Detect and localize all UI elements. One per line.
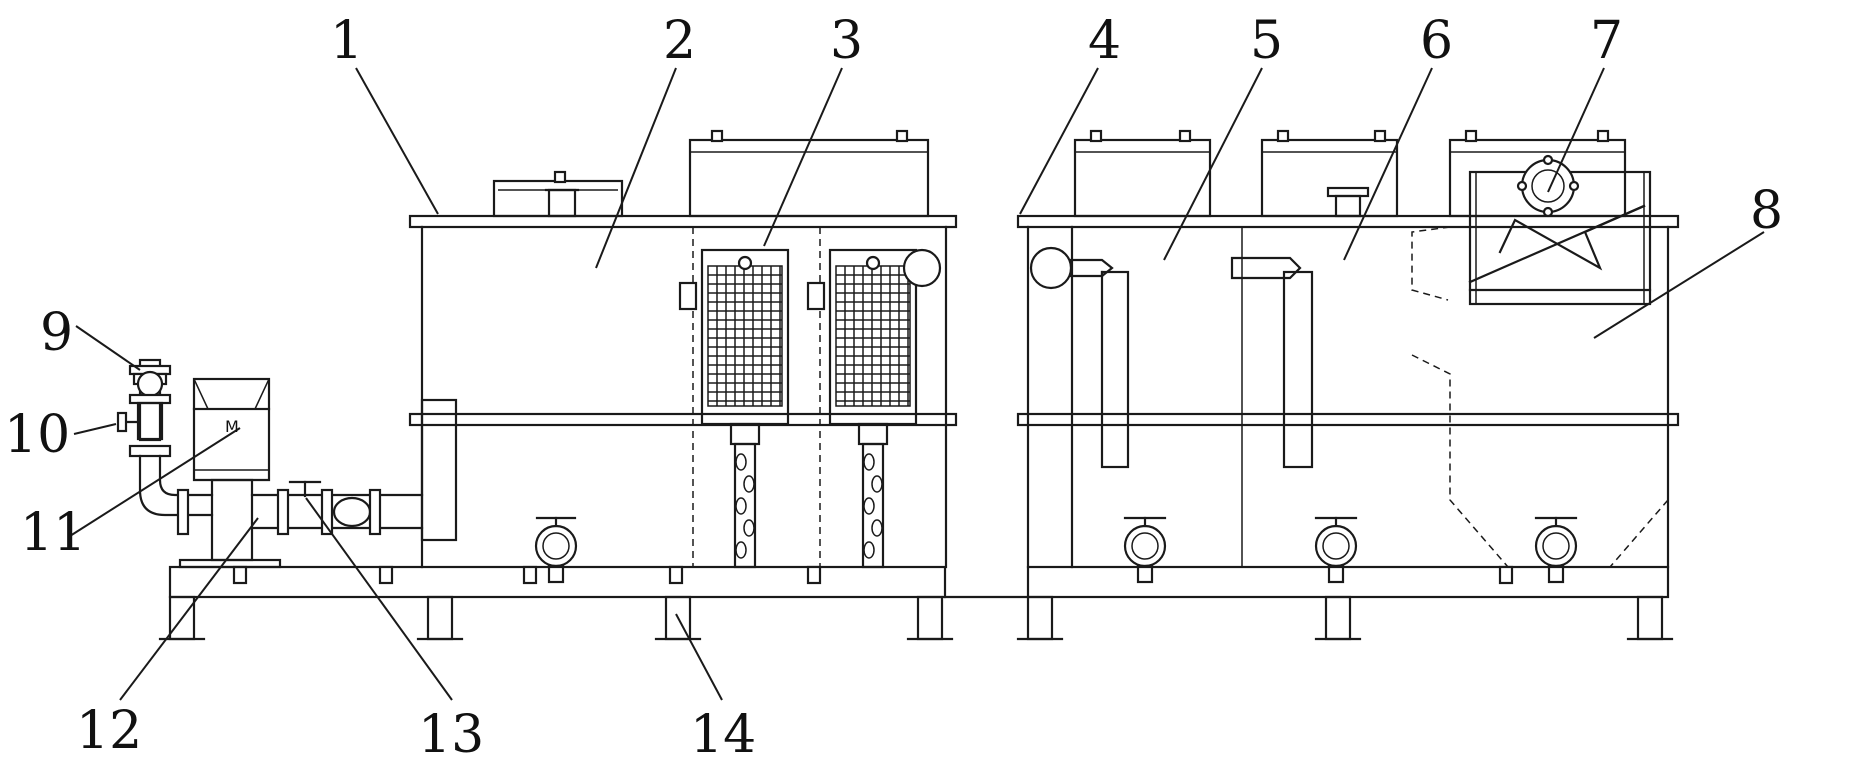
perforation-hole: [735, 497, 747, 515]
left-tank: [408, 214, 958, 569]
left-drain-valve-stub: [547, 564, 565, 584]
pump-motor: [178, 377, 282, 569]
right-drain-valve-3: [1534, 516, 1578, 584]
part-label-4: 4: [1088, 11, 1121, 71]
left-inlet-cover: [492, 170, 624, 218]
part-label-6: 6: [1420, 11, 1453, 71]
part-label-13: 13: [418, 705, 484, 765]
part-label-2: 2: [663, 11, 696, 71]
right-cover-1: [1073, 129, 1212, 218]
part-label-10: 10: [4, 405, 70, 465]
perforation-hole: [871, 475, 883, 493]
perforation-hole: [863, 541, 875, 559]
base-frame: [168, 565, 1670, 599]
perforation-hole: [743, 475, 755, 493]
inflow-pipe-5: [1029, 246, 1130, 469]
perforation-hole: [735, 541, 747, 559]
part-label-11: 11: [20, 503, 86, 563]
part-label-14: 14: [690, 705, 756, 765]
perforation-hole: [735, 453, 747, 471]
part-label-7: 7: [1590, 11, 1623, 71]
filter-chamber-cover: [688, 129, 930, 218]
perforation-hole: [863, 453, 875, 471]
right-tank: [1016, 214, 1680, 569]
frame-bolts: [232, 565, 1514, 585]
transfer-pipe: [176, 480, 424, 536]
right-cover-3: [1448, 129, 1627, 218]
part-labels: 1 2 3 4 5 6 7 8 9 10 11 12 13 14: [4, 11, 1783, 765]
part-label-1: 1: [330, 11, 363, 71]
part-label-5: 5: [1250, 11, 1283, 71]
perforation-hole: [743, 519, 755, 537]
part-label-9: 9: [40, 303, 73, 363]
right-drain-valve-1: [1123, 516, 1167, 584]
part-label-3: 3: [830, 11, 863, 71]
valve-stack: [116, 364, 172, 441]
leader-lines: [69, 67, 1765, 701]
scraper-assembly: [1468, 154, 1652, 306]
perforation-hole: [871, 519, 883, 537]
filter-basket-1: [678, 248, 790, 569]
right-cover-2: [1260, 129, 1399, 218]
part-label-8: 8: [1750, 181, 1783, 241]
right-drain-valve-2: [1314, 516, 1358, 584]
perforation-hole: [863, 497, 875, 515]
part-label-12: 12: [76, 701, 142, 761]
inlet-riser: [420, 398, 458, 542]
left-drain-valve: [534, 516, 578, 568]
inflow-pipe-6: [1230, 256, 1314, 469]
motor-label: M: [225, 417, 239, 436]
filter-basket-2: [806, 248, 942, 569]
